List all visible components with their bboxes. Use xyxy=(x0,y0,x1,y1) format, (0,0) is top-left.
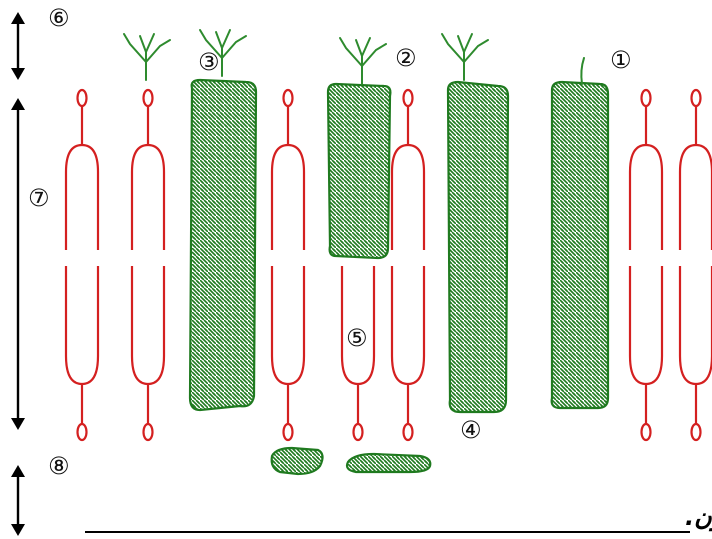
arrow-6 xyxy=(11,12,25,80)
marker-1: ① xyxy=(610,46,632,74)
phospholipid-upper xyxy=(272,90,304,250)
phospholipid-upper xyxy=(630,90,662,250)
protein-layer xyxy=(190,80,608,474)
integral-protein-3 xyxy=(190,80,256,410)
phospholipid-lower xyxy=(392,266,424,440)
peripheral-protein-2 xyxy=(328,84,390,258)
integral-protein-4 xyxy=(448,82,508,412)
marker-5: ⑤ xyxy=(346,324,368,352)
integral-protein-1 xyxy=(552,82,608,408)
glycan-on-protein-4 xyxy=(442,34,488,80)
phospholipid-upper xyxy=(392,90,424,250)
phospholipid-upper xyxy=(66,90,98,250)
glycan-on-lipid xyxy=(124,34,170,80)
phospholipid-lower xyxy=(132,266,164,440)
protein-fragment-left xyxy=(272,448,323,474)
phospholipid-lower xyxy=(342,266,374,440)
protein-fragment-right xyxy=(347,454,430,472)
marker-4: ④ xyxy=(460,416,482,444)
arrow-8 xyxy=(11,465,25,536)
diagram-caption: بنية الغشاء السيتوبلازمي حسب سنجر و نيكل… xyxy=(685,503,712,532)
marker-8: ⑧ xyxy=(48,452,70,480)
phospholipid-lower xyxy=(630,266,662,440)
marker-3: ③ xyxy=(198,48,220,76)
arrow-7 xyxy=(11,98,25,430)
glycan-on-protein-2 xyxy=(340,38,386,84)
phospholipid-lower xyxy=(680,266,712,440)
marker-2: ② xyxy=(395,44,417,72)
phospholipid-lower xyxy=(66,266,98,440)
marker-6: ⑥ xyxy=(48,4,70,32)
phospholipid-upper xyxy=(680,90,712,250)
dimension-arrows xyxy=(11,12,25,536)
phospholipid-lower xyxy=(272,266,304,440)
marker-7: ⑦ xyxy=(28,184,50,212)
glycan-on-protein-1 xyxy=(581,58,584,84)
glycan-layer xyxy=(124,30,584,84)
phospholipid-upper xyxy=(132,90,164,250)
